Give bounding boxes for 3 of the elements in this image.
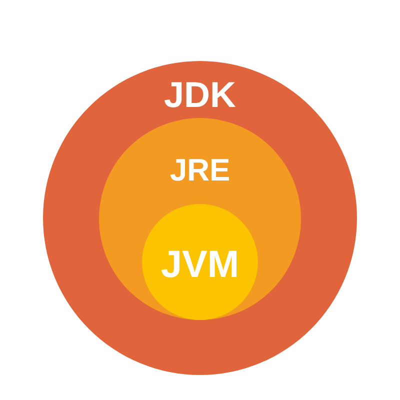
node-label: JRE [170,154,230,186]
node-label: JVM [160,246,240,284]
node-label: JDK [164,77,236,113]
